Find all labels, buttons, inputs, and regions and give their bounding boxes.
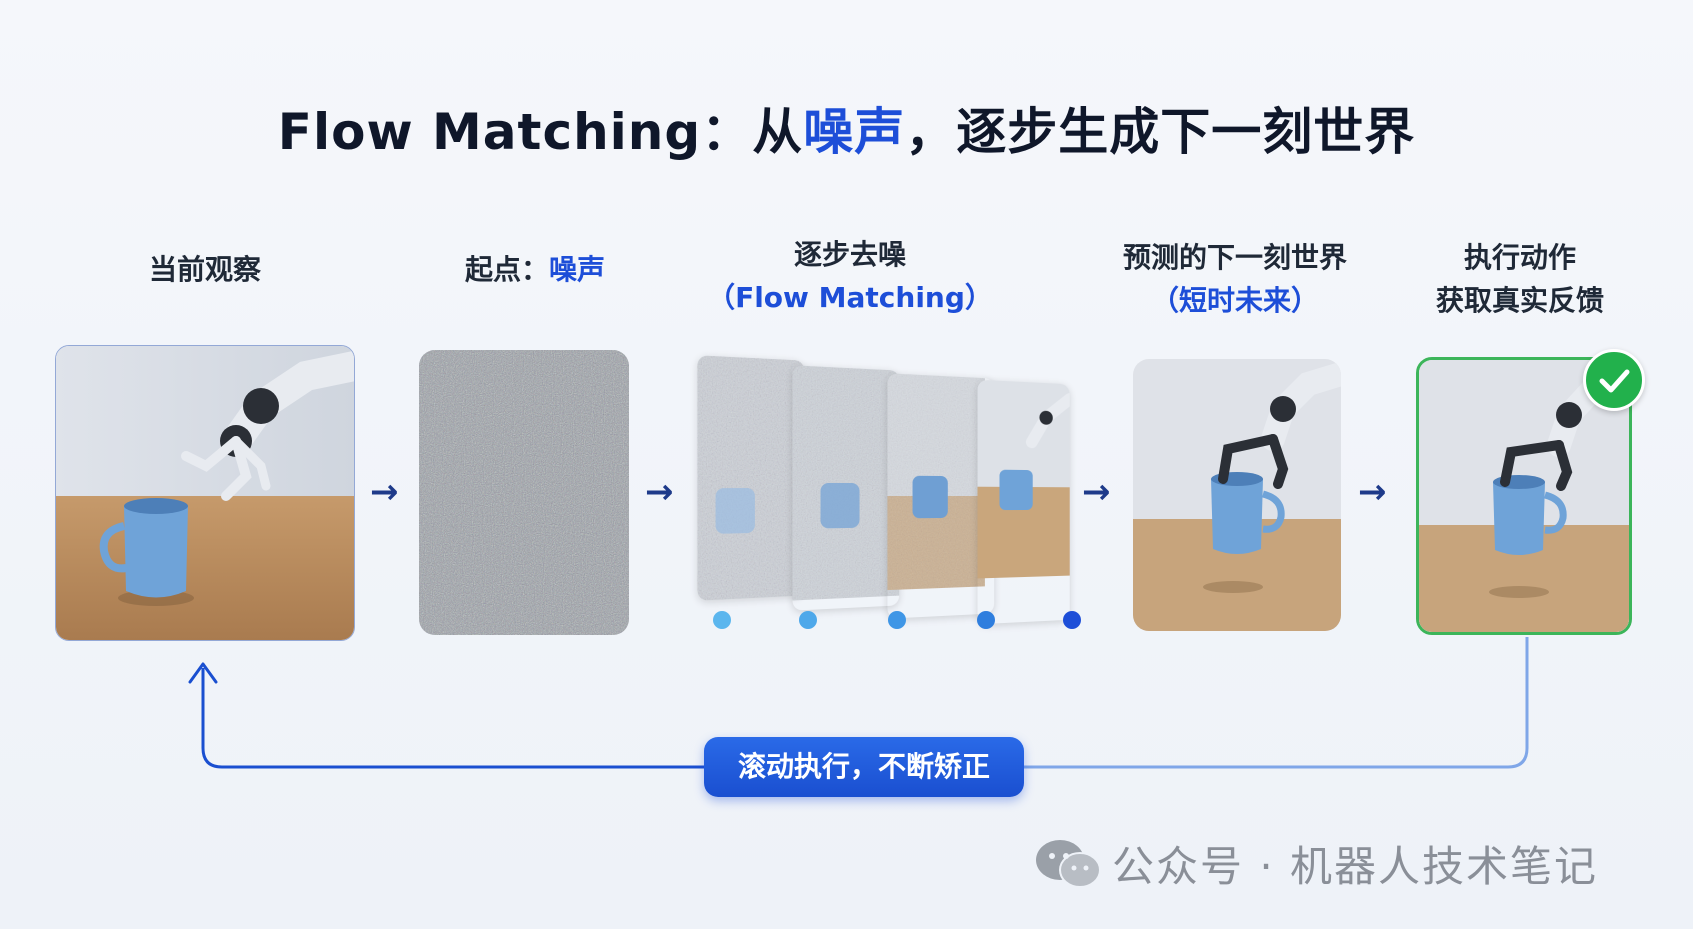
- arrow-right-icon: →: [1082, 472, 1111, 512]
- denoise-frame-4: [977, 379, 1070, 625]
- step-label-subline: 获取真实反馈: [1435, 284, 1604, 317]
- arrow-right-icon: →: [370, 472, 399, 512]
- predicted-image: [1133, 359, 1341, 631]
- arrow-right-icon: →: [1358, 472, 1387, 512]
- page-title: Flow Matching：从噪声，逐步生成下一刻世界: [0, 92, 1693, 164]
- step-label-line: 起点：: [464, 253, 549, 286]
- step-label-line: 当前观察: [148, 253, 261, 286]
- title-prefix: Flow Matching：从: [277, 103, 804, 161]
- step-label-line: 逐步去噪: [793, 238, 906, 271]
- step-label-line: 执行动作: [1463, 241, 1576, 274]
- step-label-predict: 预测的下一刻世界 （短时未来）: [1085, 236, 1385, 322]
- step-label-execute: 执行动作 获取真实反馈: [1395, 236, 1645, 322]
- noise-image: [419, 350, 629, 635]
- step-label-denoise: 逐步去噪 （Flow Matching）: [700, 233, 1000, 319]
- checkmark-icon: [1583, 349, 1645, 411]
- step-label-line: 预测的下一刻世界: [1122, 241, 1347, 274]
- loop-label: 滚动执行，不断矫正: [704, 737, 1024, 797]
- execution-image: [1416, 357, 1632, 635]
- step-label-highlight: 噪声: [549, 253, 606, 286]
- arrow-right-icon: →: [645, 472, 674, 512]
- title-highlight: 噪声: [803, 103, 906, 161]
- step-label-subline: （短时未来）: [1150, 284, 1319, 317]
- step-label-noise: 起点：噪声: [420, 248, 650, 291]
- denoise-frame-3: [887, 373, 994, 618]
- step-label-observe: 当前观察: [95, 248, 315, 291]
- denoising-frames: [697, 355, 1077, 603]
- step-label-subline: （Flow Matching）: [707, 281, 993, 314]
- wechat-icon: [1034, 836, 1104, 896]
- observation-image: [55, 345, 355, 641]
- denoise-frame-2: [792, 365, 900, 610]
- title-suffix: ，逐步生成下一刻世界: [905, 103, 1416, 161]
- denoise-frame-1: [697, 355, 805, 601]
- footer-source: 公众号 · 机器人技术笔记: [1112, 842, 1599, 891]
